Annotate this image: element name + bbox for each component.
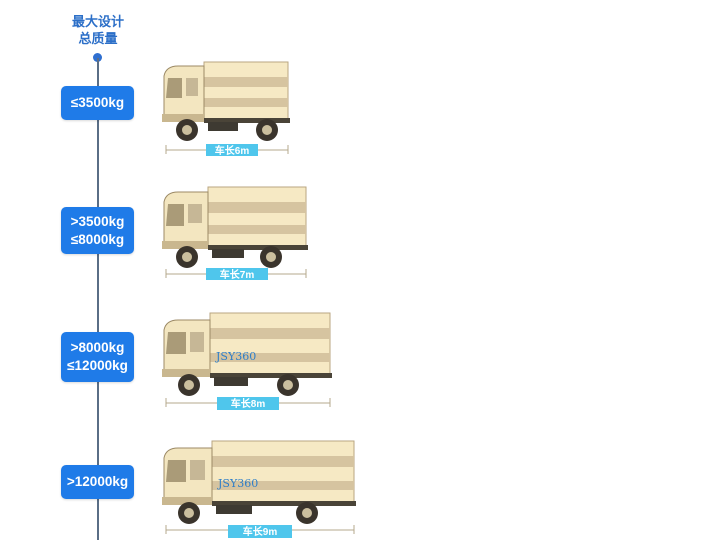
truck-7m-svg: 车长7m — [162, 186, 308, 281]
truck-6m-tank — [208, 122, 238, 131]
truck-7m-bumper — [162, 241, 208, 249]
truck-8m-side-window — [190, 332, 204, 352]
truck-7m-side-window — [188, 204, 202, 223]
truck-9m-length-label: 车长9m — [243, 525, 278, 538]
truck-9m-brand-text: JSY360 — [217, 477, 258, 490]
header-line-1: 最大设计 — [71, 14, 124, 29]
timeline-axis — [97, 58, 99, 540]
truck-8m-brand-text: JSY360 — [215, 350, 256, 363]
truck-7m-stripe-2 — [208, 225, 306, 234]
weight-badge-3-line-1: >8000kg — [70, 340, 125, 355]
weight-badge-1-line-1: ≤3500kg — [70, 95, 125, 110]
truck-9m-windshield — [166, 460, 186, 482]
truck-7m-length-label: 车长7m — [220, 268, 255, 281]
truck-9m-rear-hub — [302, 508, 312, 518]
truck-6m-svg: 车长6m — [162, 61, 290, 157]
truck-6m-side-window — [186, 78, 198, 96]
truck-9m-cargo-box — [211, 440, 355, 504]
truck-6m-front-hub — [182, 125, 192, 135]
truck-9m-chassis — [212, 501, 356, 506]
truck-9m-length-bar — [228, 525, 292, 538]
truck-7m-chassis — [208, 245, 308, 250]
truck-6m-length-label: 车长6m — [215, 144, 250, 157]
truck-6m-stripe-2 — [204, 98, 288, 107]
weight-badge-3: >8000kg ≤12000kg — [61, 332, 134, 382]
truck-9m-svg: JSY360 车长9m — [162, 440, 356, 538]
truck-6m-bumper — [162, 114, 204, 122]
weight-badge-4-line-1: >12000kg — [66, 474, 129, 489]
truck-8m-tank — [214, 377, 248, 386]
truck-6m-rear-hub — [262, 125, 272, 135]
truck-9m-bumper — [162, 497, 212, 505]
truck-illustration-6m: 车长6m — [160, 58, 295, 160]
truck-8m-stripe-1 — [210, 328, 330, 339]
truck-9m-stripe-2 — [212, 481, 354, 490]
truck-9m-stripe-1 — [212, 456, 354, 467]
truck-9m-front-hub — [184, 508, 194, 518]
truck-6m-cargo-box — [203, 61, 289, 121]
weight-badge-2: >3500kg ≤8000kg — [61, 207, 134, 254]
truck-8m-front-hub — [184, 380, 194, 390]
weight-badge-2-line-1: >3500kg — [70, 213, 125, 229]
truck-8m-cargo-box — [209, 312, 331, 376]
truck-9m-side-window — [190, 460, 205, 480]
chart-header: 最大设计 总质量 — [58, 13, 138, 47]
timeline-start-dot — [93, 53, 102, 62]
truck-8m-stripe-2 — [210, 353, 330, 362]
truck-8m-chassis — [210, 373, 332, 378]
weight-badge-3-line-2: ≤12000kg — [67, 358, 128, 373]
truck-illustration-9m: JSY360 车长9m — [160, 437, 360, 541]
header-line-2: 总质量 — [78, 31, 118, 46]
truck-8m-svg: JSY360 车长8m — [162, 312, 332, 410]
truck-7m-cargo-box — [207, 186, 307, 248]
truck-7m-windshield — [166, 204, 184, 226]
weight-badge-1: ≤3500kg — [61, 86, 134, 120]
truck-7m-stripe-1 — [208, 202, 306, 213]
truck-6m-stripe-1 — [204, 77, 288, 87]
weight-badge-2-line-2: ≤8000kg — [70, 231, 125, 247]
truck-8m-length-label: 车长8m — [231, 397, 266, 410]
truck-6m-windshield — [166, 78, 182, 98]
truck-7m-front-hub — [182, 252, 192, 262]
truck-9m-tank — [216, 505, 252, 514]
truck-8m-rear-hub — [283, 380, 293, 390]
truck-6m-length-bar — [206, 144, 258, 156]
truck-8m-windshield — [166, 332, 186, 354]
truck-8m-bumper — [162, 369, 210, 377]
truck-illustration-7m: 车长7m — [160, 184, 310, 286]
weight-badge-4: >12000kg — [61, 465, 134, 499]
truck-7m-tank — [212, 249, 244, 258]
truck-illustration-8m: JSY360 车长8m — [160, 310, 335, 412]
truck-7m-length-bar — [206, 268, 268, 280]
truck-6m-chassis — [204, 118, 290, 123]
truck-8m-length-bar — [217, 397, 279, 410]
truck-7m-rear-hub — [266, 252, 276, 262]
